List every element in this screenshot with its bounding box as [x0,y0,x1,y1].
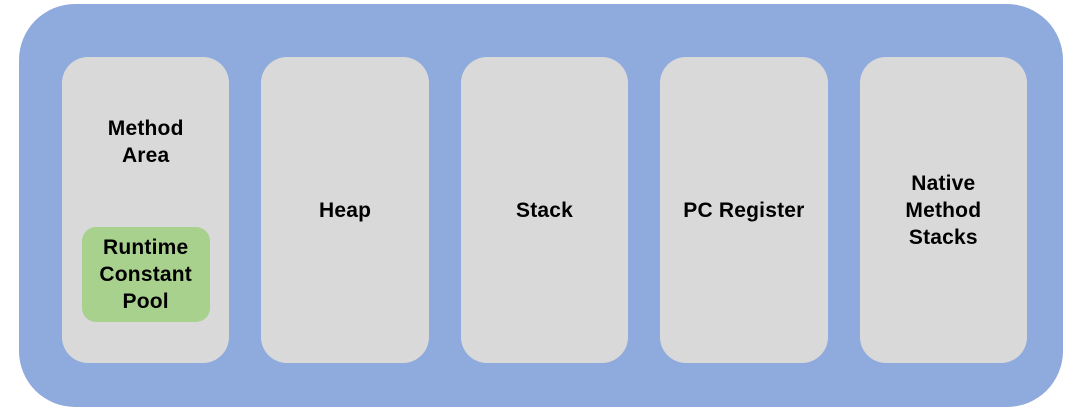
box-pc-register: PC Register [660,57,828,363]
box-heap: Heap [261,57,429,363]
memory-container: Method Area Runtime Constant Pool Heap S… [19,4,1063,407]
method-area-label-zone: Method Area [108,57,184,227]
box-native-method-stacks: Native Method Stacks [859,57,1028,363]
method-area-label: Method Area [107,117,184,167]
stack-label: Stack [515,198,574,222]
heap-label: Heap [319,198,372,222]
box-stack: Stack [460,57,629,363]
box-method-area: Method Area Runtime Constant Pool [62,57,230,363]
pc-register-label: PC Register [683,198,805,222]
box-runtime-constant-pool: Runtime Constant Pool [81,227,210,322]
runtime-constant-pool-label: Runtime Constant Pool [99,236,192,313]
native-method-stacks-label: Native Method Stacks [905,171,982,249]
